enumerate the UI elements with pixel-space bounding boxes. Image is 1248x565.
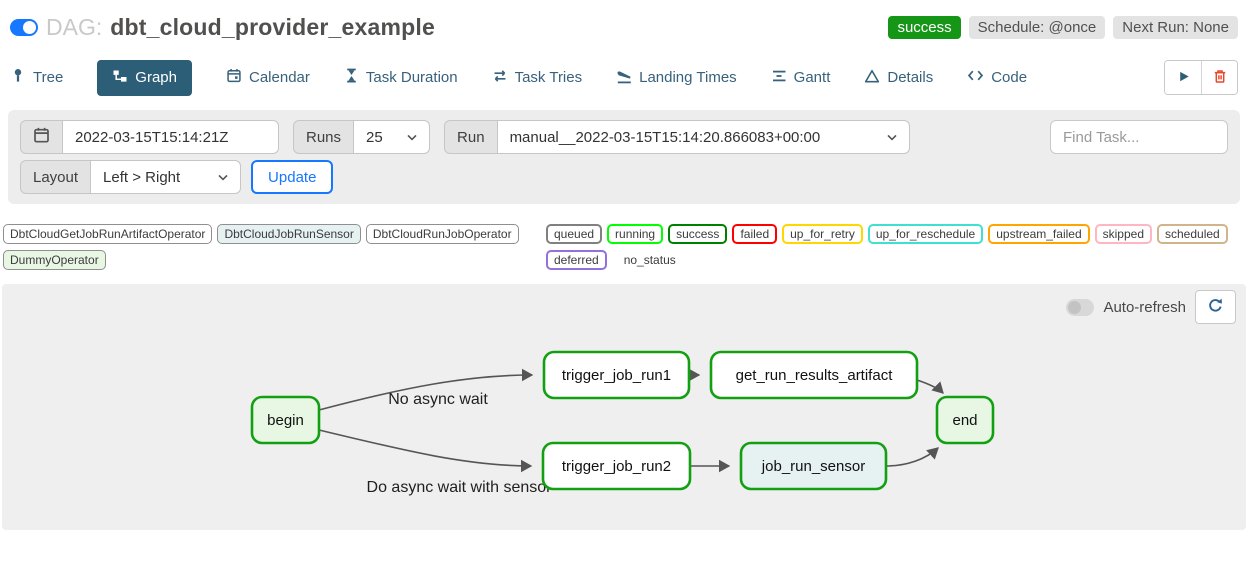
status-badge: failed [732, 224, 778, 244]
status-badge: running [607, 224, 664, 244]
update-button[interactable]: Update [251, 160, 334, 194]
tab-bar: Tree Graph Calendar Task Duration Task T… [10, 59, 1238, 96]
graph-node-trigger_job_run1[interactable]: trigger_job_run1 [542, 350, 691, 400]
page-title: dbt_cloud_provider_example [110, 14, 435, 40]
tab-details[interactable]: Details [864, 60, 933, 96]
chevron-down-icon [886, 134, 897, 141]
repeat-icon [492, 68, 508, 88]
trash-icon [1212, 68, 1228, 88]
graph-node-job_run_sensor[interactable]: job_run_sensor [739, 441, 888, 491]
tab-graph[interactable]: Graph [97, 59, 192, 96]
dag-header: DAG: dbt_cloud_provider_example success … [0, 0, 1248, 41]
triangle-icon [864, 68, 880, 88]
edge-job_run_sensor-to-end [885, 447, 939, 467]
operator-badge: DbtCloudJobRunSensor [217, 224, 361, 244]
chevron-down-icon [407, 134, 417, 141]
auto-refresh-toggle[interactable] [1066, 298, 1095, 316]
refresh-button[interactable] [1195, 290, 1236, 324]
tab-task-duration[interactable]: Task Duration [344, 59, 458, 96]
dag-action-buttons [1164, 60, 1238, 95]
operator-badge: DummyOperator [3, 250, 106, 270]
edge-begin-to-trigger_job_run1 [318, 368, 534, 411]
edge-label: No async wait [388, 391, 488, 408]
schedule-badge: Schedule: @once [968, 16, 1106, 39]
filter-panel: Runs 25 Run manual__2022-03-15T15:14:20.… [8, 110, 1240, 204]
dag-pause-toggle[interactable] [10, 19, 38, 36]
tab-calendar[interactable]: Calendar [226, 59, 310, 96]
graph-icon [112, 68, 128, 88]
layout-label: Layout [20, 160, 92, 194]
dag-graph: No async wait Do async wait with sensor b… [250, 350, 995, 496]
chevron-down-icon [218, 174, 228, 181]
svg-text:trigger_job_run2: trigger_job_run2 [562, 458, 671, 475]
edge-begin-to-trigger_job_run2 [318, 429, 533, 473]
status-badge: no_status [623, 253, 676, 267]
tab-tree[interactable]: Tree [10, 59, 63, 96]
status-badge: queued [546, 224, 603, 244]
auto-refresh-label: Auto-refresh [1103, 298, 1186, 316]
runs-label: Runs [293, 120, 355, 154]
graph-node-begin[interactable]: begin [250, 395, 321, 445]
date-picker-button[interactable] [20, 120, 63, 154]
dag-prefix-label: DAG: [46, 14, 103, 40]
delete-dag-button[interactable] [1201, 61, 1237, 94]
edge-get_run_results_artifact-to-end [916, 379, 944, 394]
operator-badge: DbtCloudGetJobRunArtifactOperator [3, 224, 213, 244]
play-icon [1176, 69, 1191, 87]
next-run-badge: Next Run: None [1113, 16, 1238, 39]
run-label: Run [444, 120, 498, 154]
graph-node-get_run_results_artifact[interactable]: get_run_results_artifact [709, 350, 919, 400]
status-badge: success [668, 224, 728, 244]
svg-text:begin: begin [267, 412, 304, 429]
status-badge: up_for_reschedule [867, 224, 984, 244]
refresh-icon [1207, 297, 1224, 317]
status-badge: scheduled [1157, 224, 1228, 244]
tree-icon [10, 67, 26, 88]
gantt-icon [771, 68, 787, 88]
toggle-knob [1068, 300, 1082, 314]
plane-landing-icon [616, 68, 632, 88]
runs-select[interactable]: 25 [354, 120, 431, 154]
layout-select[interactable]: Left > Right [91, 160, 242, 194]
status-badge: upstream_failed [988, 224, 1090, 244]
graph-node-trigger_job_run2[interactable]: trigger_job_run2 [541, 441, 692, 491]
base-date-input[interactable] [63, 120, 279, 154]
status-badge: skipped [1094, 224, 1152, 244]
tab-gantt[interactable]: Gantt [771, 60, 830, 96]
svg-text:end: end [952, 412, 977, 429]
status-badge: up_for_retry [782, 224, 863, 244]
toggle-knob [23, 21, 36, 34]
tab-task-tries[interactable]: Task Tries [492, 60, 582, 96]
status-badge: deferred [546, 250, 607, 270]
svg-text:trigger_job_run1: trigger_job_run1 [562, 367, 671, 384]
operator-badge: DbtCloudRunJobOperator [365, 224, 519, 244]
run-select[interactable]: manual__2022-03-15T15:14:20.866083+00:00 [497, 120, 910, 154]
tab-code[interactable]: Code [967, 60, 1027, 95]
find-task-input[interactable] [1050, 120, 1228, 154]
code-icon [967, 68, 984, 87]
calendar-icon [226, 67, 242, 88]
calendar-icon [33, 126, 50, 148]
graph-panel: Auto-refresh No async wait Do async wait … [2, 284, 1246, 530]
svg-text:get_run_results_artifact: get_run_results_artifact [736, 367, 894, 384]
hourglass-icon [344, 67, 359, 88]
graph-node-end[interactable]: end [935, 395, 995, 445]
tab-landing-times[interactable]: Landing Times [616, 60, 737, 96]
status-badge: success [888, 16, 961, 39]
edge-label: Do async wait with sensor [367, 479, 553, 496]
trigger-dag-button[interactable] [1165, 61, 1201, 94]
svg-text:job_run_sensor: job_run_sensor [761, 458, 865, 475]
